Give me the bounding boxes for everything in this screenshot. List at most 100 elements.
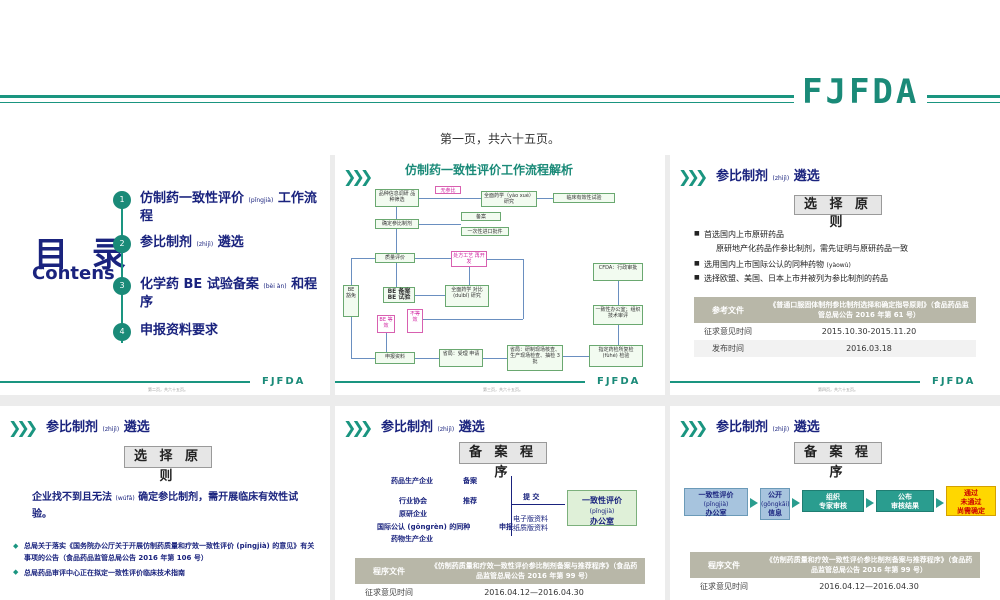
flow-connector [351, 258, 375, 259]
flow-connector [487, 259, 523, 260]
slide-thumbnail-2[interactable]: ❯❯❯ 仿制药一致性评价工作流程解析 品种信息调研 品种筛选 无参比 全面药学（… [335, 155, 665, 395]
flow-connector [351, 258, 352, 285]
step-outcome: 通过 未通过 尚需确定 [946, 486, 996, 516]
step-announce-result: 公布 审核结果 [876, 490, 934, 512]
label-drug-maker: 药物生产企业 [391, 535, 433, 543]
header-rule [0, 95, 1000, 98]
toc-number-1: 1 [113, 191, 131, 209]
footer-brand: FJFDA [262, 376, 306, 387]
flow-node-tech-review: 一致性办公室；组织技术审评 [593, 305, 643, 325]
flow-node-be-waiver: BE 豁免 [343, 285, 359, 317]
procedure-table: 程序文件 《仿制药质量和疗效一致性评价参比制剂备案与推荐程序》（食品药品监管总局… [355, 558, 645, 600]
flow-node-confirm-reference: 确定参比制剂 [375, 219, 419, 229]
note-item: 总局药品审评中心正在拟定一致性评价临床技术指南 [13, 568, 316, 578]
flow-connector [415, 295, 445, 296]
slide-title: 参比制剂 (zhìjì) 遴选 [46, 420, 150, 435]
label-association: 行业协会 [399, 497, 427, 505]
flow-connector [618, 325, 619, 345]
table-header-value: 《仿制药质量和疗效一致性评价参比制剂备案与推荐程序》（食品药品监管总局公告 20… [758, 552, 980, 578]
toc-item-2[interactable]: 参比制剂 (zhìjì) 遴选 [140, 235, 244, 250]
slide-title: 参比制剂 (zhìjì) 遴选 [381, 420, 485, 435]
bullet-item: 选用国内上市国际公认的同种药物 (yàowù) [694, 259, 851, 270]
flow-connector [423, 319, 523, 320]
section-box-title: 备 案 程 序 [794, 442, 882, 480]
slide-footer-page: 第二页，共六十五页。 [148, 387, 188, 392]
section-box-title: 选 择 原 则 [794, 195, 882, 230]
flow-node-province-accept: 省局：受理 申请 [439, 349, 483, 367]
slide-title: 参比制剂 (zhìjì) 遴选 [716, 420, 820, 435]
flow-connector [415, 258, 451, 259]
table-header-value: 《仿制药质量和疗效一致性评价参比制剂备案与推荐程序》（食品药品监管总局公告 20… [423, 558, 645, 584]
table-header-key: 参考文件 [694, 297, 762, 323]
label-submit: 提 交 [523, 493, 540, 501]
table-header-key: 程序文件 [355, 558, 423, 584]
arrow-line [511, 504, 565, 505]
flow-connector [386, 333, 387, 352]
document-header: FJFDA 第一页，共六十五页。 [0, 0, 1000, 155]
label-filing: 备案 [463, 477, 477, 485]
flow-connector [351, 358, 375, 359]
brand-logo: FJFDA [794, 72, 928, 112]
slide-thumbnail-3[interactable]: ❯❯❯ 参比制剂 (zhìjì) 遴选 选 择 原 则 首选国内上市原研药品 原… [670, 155, 1000, 395]
table-row: 发布时间 2016.03.18 [694, 340, 976, 357]
flow-connector [396, 207, 397, 219]
flow-node-comparison: 全面药学 对比 (duìbǐ) 研究 [445, 285, 489, 307]
procedure-table: 程序文件 《仿制药质量和疗效一致性评价参比制剂备案与推荐程序》（食品药品监管总局… [690, 552, 980, 595]
flow-connector [563, 356, 589, 357]
flow-node-clinical-trial: 临床有效性试验 [553, 193, 615, 203]
flow-node-quality: 质量评价 [375, 253, 415, 263]
toc-number-4: 4 [113, 323, 131, 341]
toc-title: 目 录 [34, 235, 132, 275]
section-box-title: 选 择 原 则 [124, 446, 212, 484]
bullet-item: 选择欧盟、美国、日本上市并被列为参比制剂的药品 [694, 273, 888, 284]
table-row: 征求意见时间 2016.04.12—2016.04.30 [355, 584, 645, 600]
flow-connector [396, 263, 397, 287]
label-electronic: 电子版资料 [513, 515, 548, 523]
flow-connector [419, 198, 481, 199]
flow-node-survey: 品种信息调研 品种筛选 [375, 189, 419, 207]
slide-thumbnail-6[interactable]: ❯❯❯ 参比制剂 (zhìjì) 遴选 备 案 程 序 一致性评价 (pǐngj… [670, 406, 1000, 600]
chevrons-icon: ❯❯❯ [343, 418, 373, 437]
slide-thumbnail-4[interactable]: ❯❯❯ 参比制剂 (zhìjì) 遴选 选 择 原 则 企业找不到且无法 (wú… [0, 406, 330, 600]
flow-node-be-equivalent: BE 等效 [377, 315, 395, 333]
note-item: 总局关于落实《国务院办公厅关于开展仿制药质量和疗效一致性评价 (pǐngjià)… [13, 540, 316, 564]
toc-item-1[interactable]: 仿制药一致性评价 (pǐngjià) 工作流程 [140, 191, 317, 224]
flow-connector [483, 358, 507, 359]
flow-node-cfda-approval: CFDA：行政审批 [593, 263, 643, 281]
flow-connector [419, 224, 461, 225]
footer-rule [670, 381, 920, 383]
table-header-key: 程序文件 [690, 552, 758, 578]
toc-item-3[interactable]: 化学药 BE 试验备案 (bèi àn) 和程序 [140, 277, 318, 310]
toc-subtitle: Contens [32, 263, 115, 284]
footer-brand: FJFDA [932, 376, 976, 387]
step-arrow [866, 498, 874, 508]
flow-node-redevelop: 处方工艺 再开发 [451, 251, 487, 267]
toc-divider [121, 193, 123, 343]
flow-node-no-reference: 无参比 [435, 186, 461, 194]
page-info: 第一页，共六十五页。 [439, 132, 560, 146]
toc-item-4[interactable]: 申报资料要求 [140, 323, 219, 338]
flow-connector [396, 229, 397, 253]
flow-node-pharma-study: 全面药学（yào xué）研究 [481, 191, 537, 207]
chevrons-icon: ❯❯❯ [678, 167, 708, 186]
slide-thumbnail-1[interactable]: 目 录 Contens 1 仿制药一致性评价 (pǐngjià) 工作流程 2 … [0, 155, 330, 395]
slide-footer-page: 第四页，共六十五页。 [818, 387, 858, 392]
flow-node-dossier: 申报资料 [375, 352, 415, 364]
step-expert-review: 组织 专家审核 [802, 490, 864, 512]
flow-node-be-trial: BE 备案 BE 试验 [383, 287, 415, 303]
slide-thumbnail-5[interactable]: ❯❯❯ 参比制剂 (zhìjì) 遴选 备 案 程 序 药品生产企业 备案 行业… [335, 406, 665, 600]
bracket-line [511, 476, 512, 536]
destination-office: 一致性评价 (pǐngjià) 办公室 [567, 490, 637, 526]
slide-title: 仿制药一致性评价工作流程解析 [405, 163, 574, 177]
table-row: 征求意见时间 2016.04.12—2016.04.30 [690, 578, 980, 595]
flow-connector [415, 358, 439, 359]
toc-number-3: 3 [113, 277, 131, 295]
chevrons-icon: ❯❯❯ [343, 167, 373, 186]
step-arrow [750, 498, 758, 508]
table-header-value: 《普通口服固体制剂参比制剂选择和确定指导原则》（食品药品监管总局公告 2016 … [762, 297, 976, 323]
flow-node-import-approval: 一次性进口批件 [461, 227, 509, 236]
flow-connector [351, 317, 352, 358]
slide-footer-page: 第三页，共六十五页。 [483, 387, 523, 392]
footer-brand: FJFDA [597, 376, 641, 387]
flow-node-not-equivalent: 不等效 [407, 309, 423, 333]
